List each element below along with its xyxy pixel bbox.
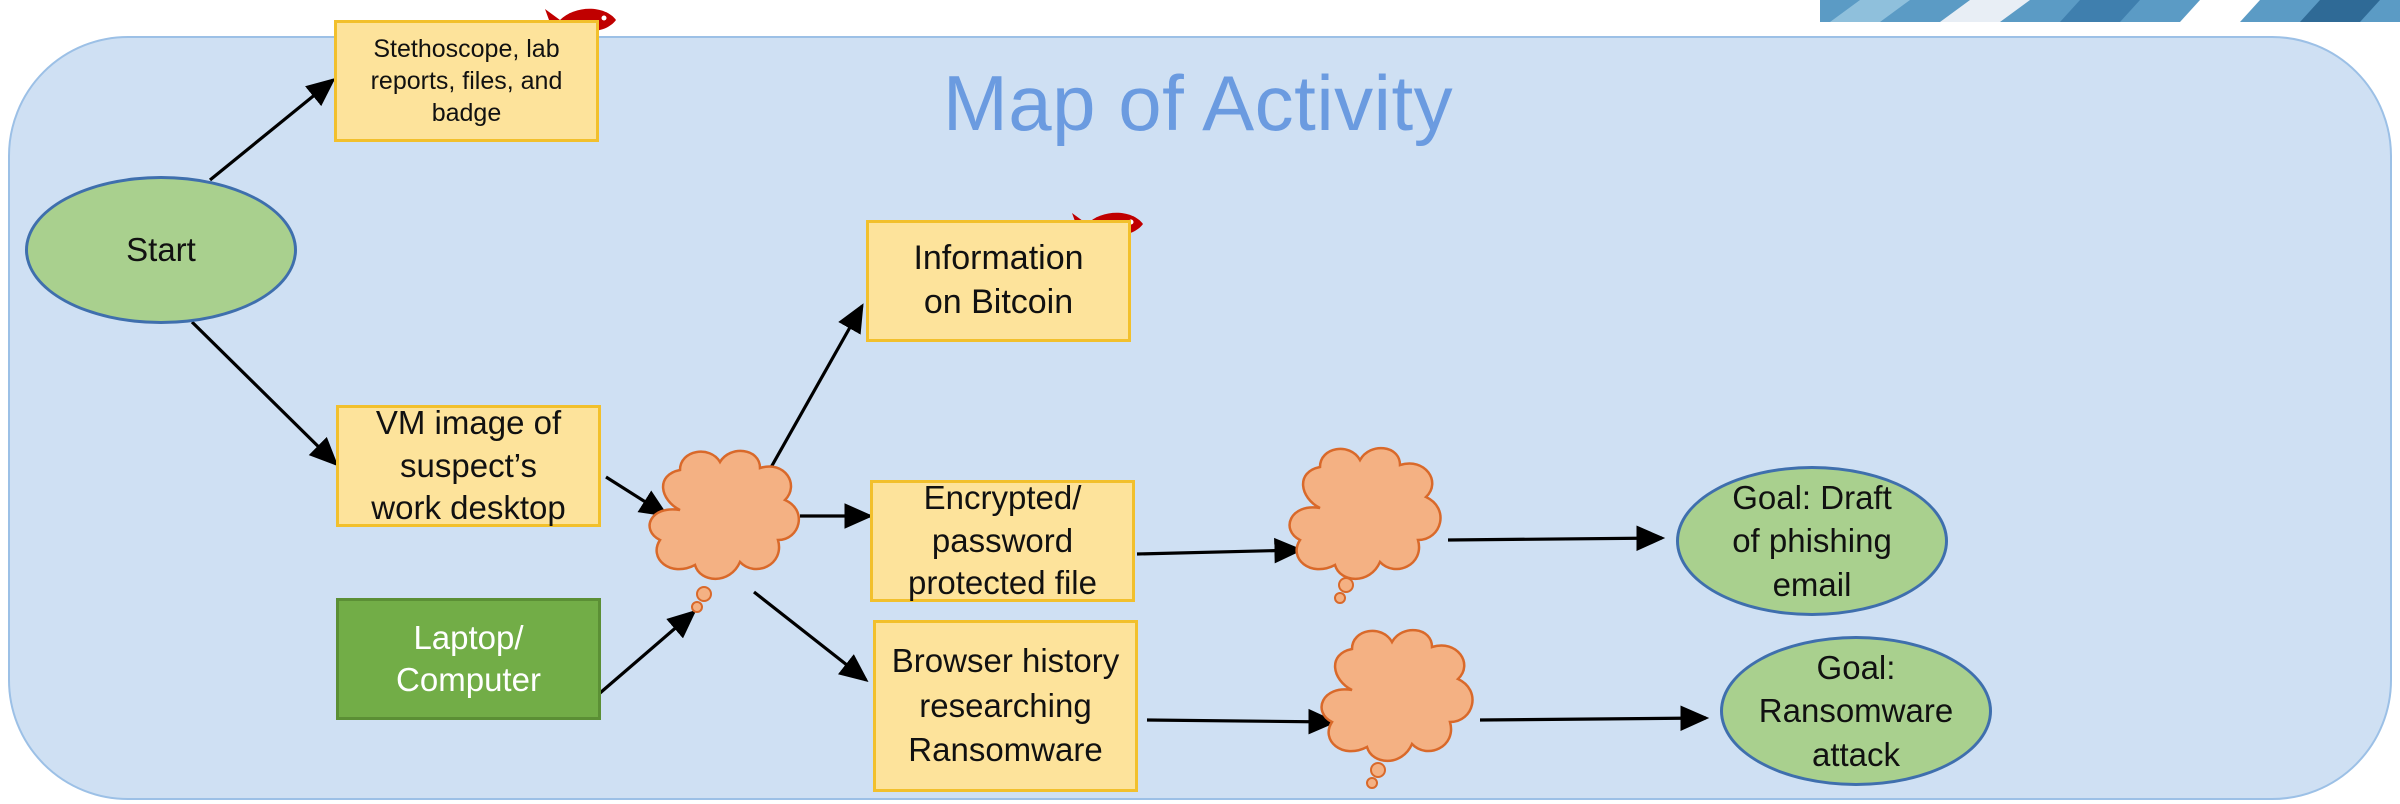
laptop-node: Laptop/ Computer [336,598,601,720]
bitcoin-label: Information on Bitcoin [913,239,1084,321]
start-label: Start [126,230,196,268]
stethoscope-label: Stethoscope, lab reports, files, and bad… [370,35,563,127]
corner-banner-image [1820,0,2400,22]
browser-history-node: Browser history researching Ransomware [873,620,1138,792]
start-node: Start [25,176,297,324]
goal-phishing-label: Goal: Draft of phishing email [1732,478,1892,603]
vm-image-node: VM image of suspect’s work desktop [336,404,601,527]
page-title: Map of Activity [942,59,1454,147]
encrypted-file-label: Encrypted/ password protected file [908,478,1097,602]
encrypted-file-node: Encrypted/ password protected file [870,479,1135,602]
browser-history-label: Browser history researching Ransomware [891,642,1120,769]
vm-image-label: VM image of suspect’s work desktop [371,403,566,527]
bitcoin-node: Information on Bitcoin [866,220,1131,342]
goal-ransomware-node: Goal: Ransomware attack [1720,636,1992,786]
goal-phishing-node: Goal: Draft of phishing email [1676,466,1948,616]
goal-ransomware-label: Goal: Ransomware attack [1758,648,1954,773]
stethoscope-node: Stethoscope, lab reports, files, and bad… [334,20,599,142]
laptop-label: Laptop/ Computer [396,618,541,698]
